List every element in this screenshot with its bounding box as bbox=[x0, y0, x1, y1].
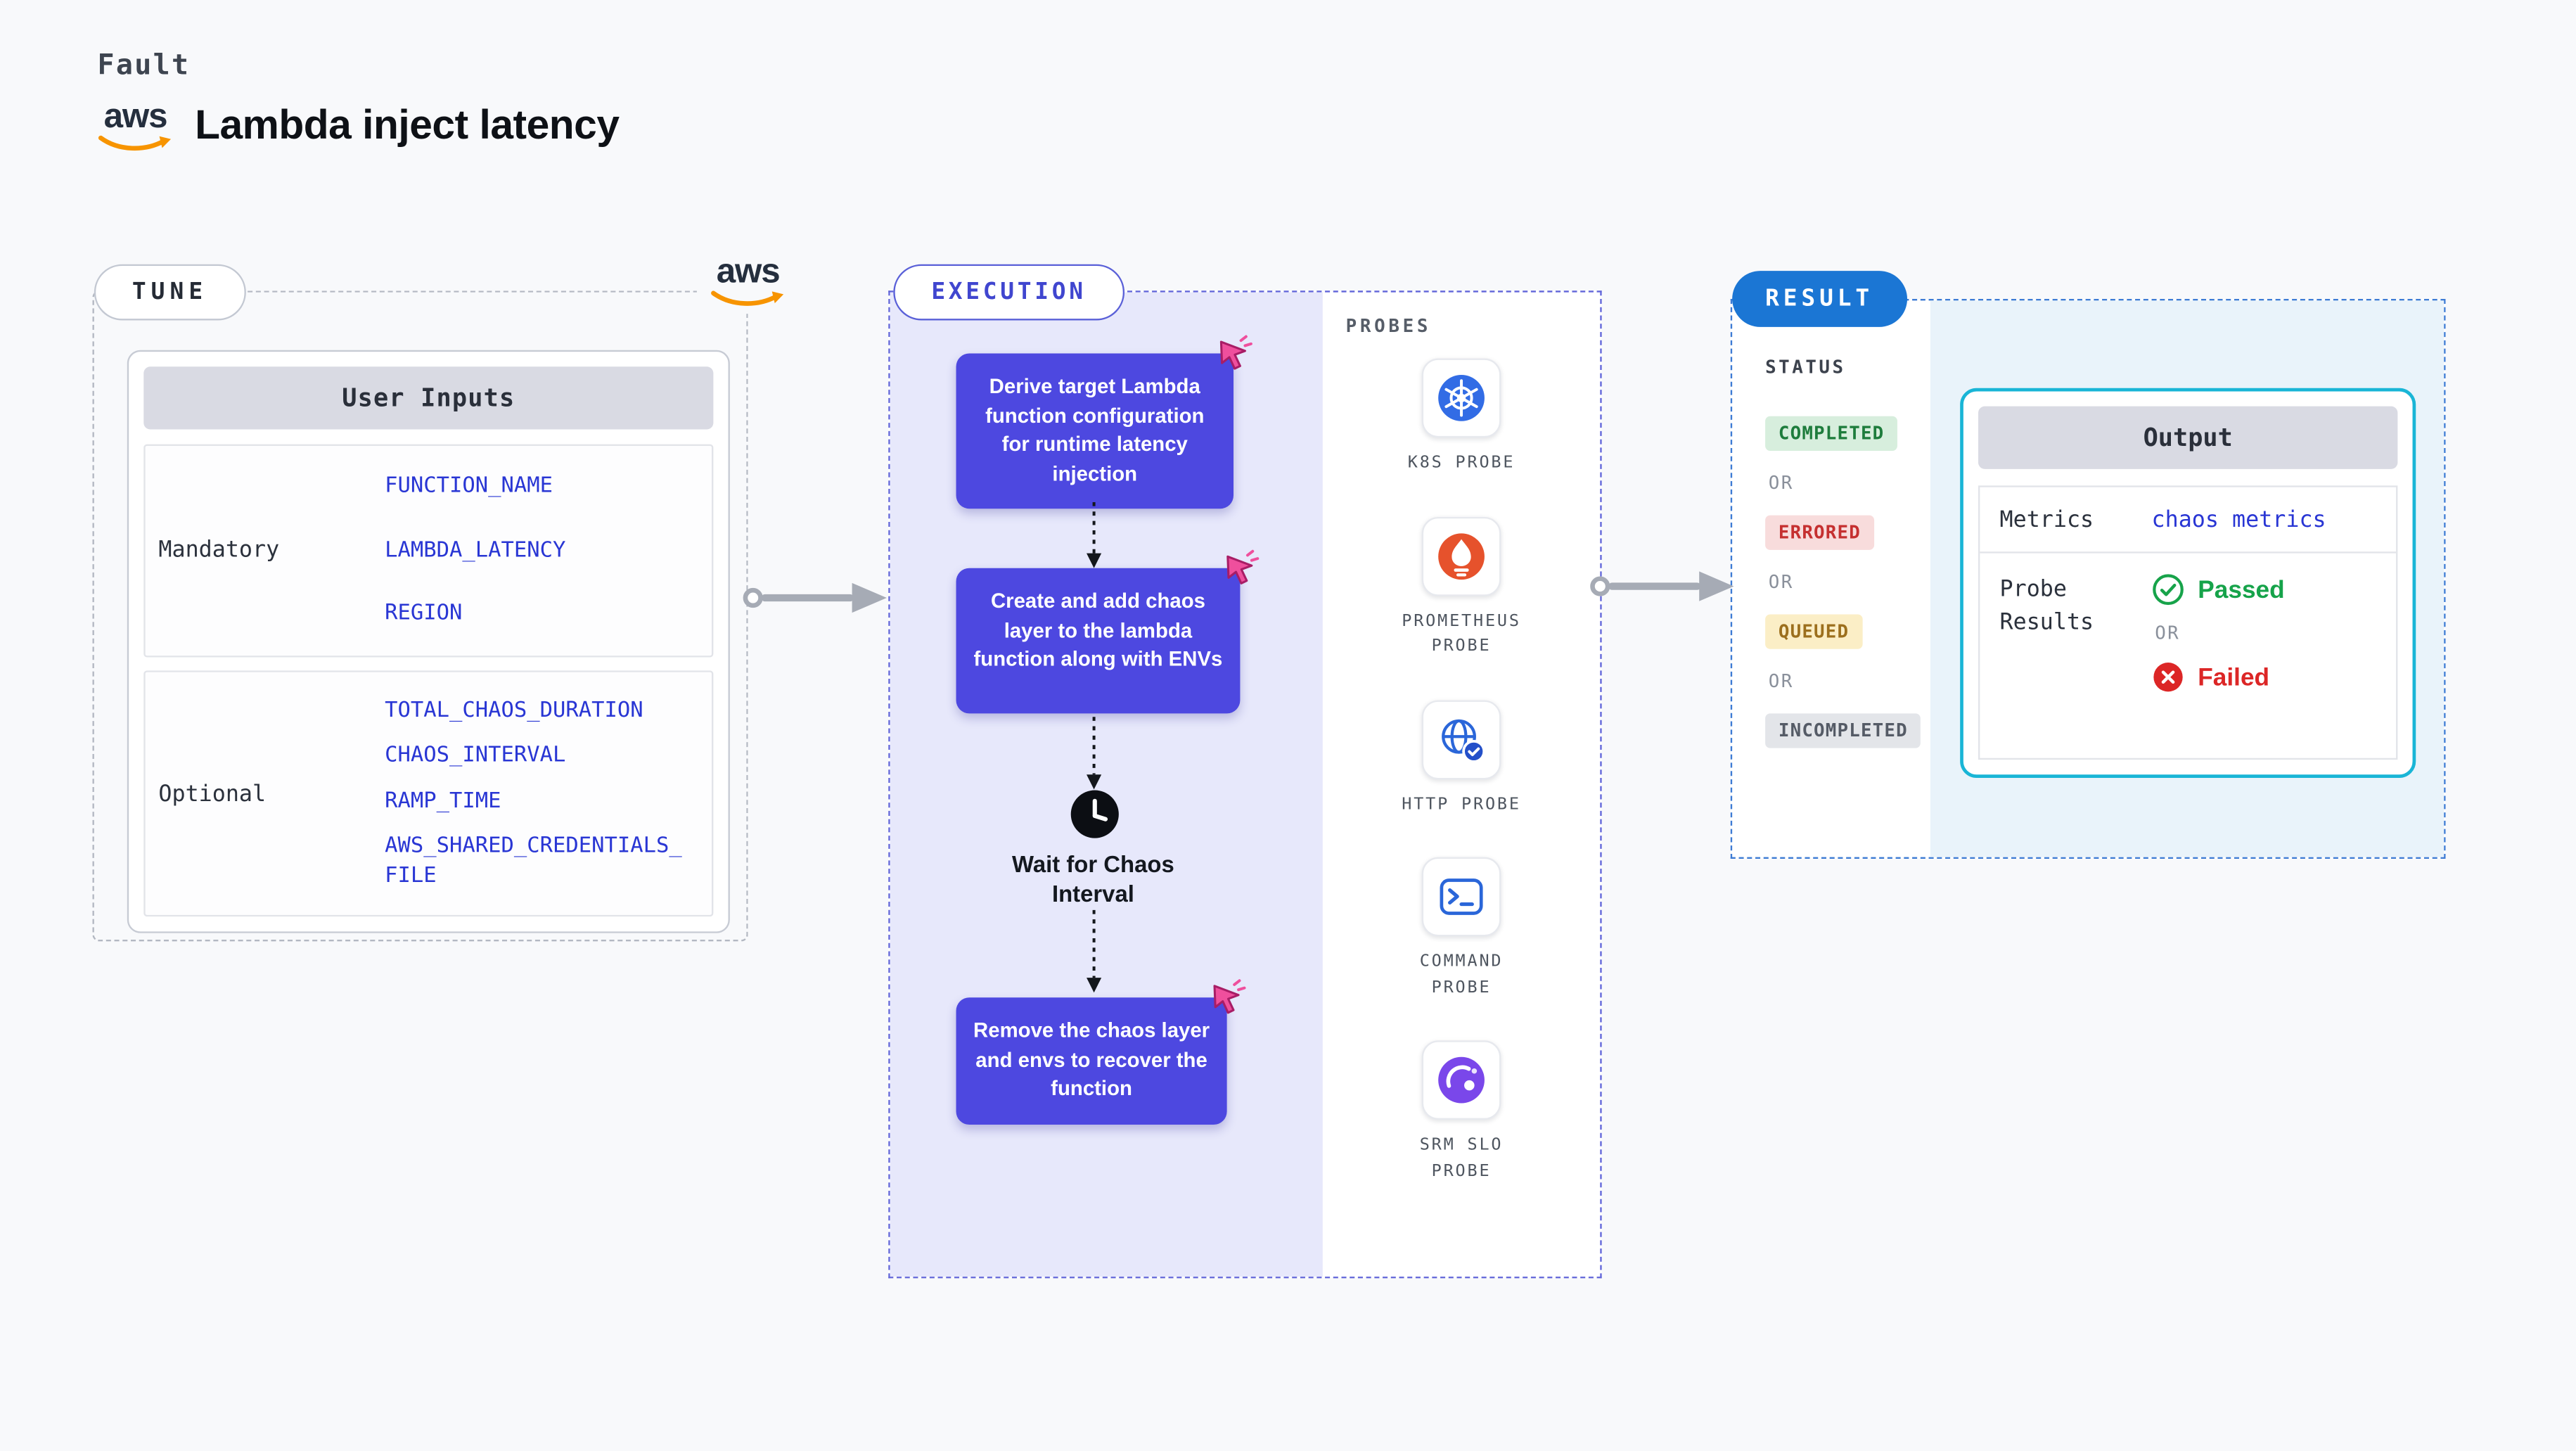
optional-values: TOTAL_CHAOS_DURATION CHAOS_INTERVAL RAMP… bbox=[385, 696, 687, 890]
tune-to-execution-arrow bbox=[743, 582, 887, 613]
probe-card bbox=[1421, 857, 1501, 937]
http-probe-icon bbox=[1442, 718, 1486, 762]
metrics-label: Metrics bbox=[1999, 506, 2094, 533]
flow-connector-arrow bbox=[1087, 909, 1102, 993]
var-chaos-interval: CHAOS_INTERVAL bbox=[385, 743, 566, 769]
output-rows: Metrics chaos metrics Probe Results Pass… bbox=[1978, 485, 2398, 760]
mandatory-row: Mandatory FUNCTION_NAME LAMBDA_LATENCY R… bbox=[143, 444, 714, 657]
var-lambda-latency: LAMBDA_LATENCY bbox=[385, 537, 566, 563]
check-circle-icon bbox=[2153, 574, 2184, 606]
mandatory-values: FUNCTION_NAME LAMBDA_LATENCY REGION bbox=[385, 473, 687, 629]
user-inputs-table: User Inputs Mandatory FUNCTION_NAME LAMB… bbox=[127, 350, 730, 934]
probe-results-values: Passed OR Failed bbox=[2152, 573, 2285, 758]
passed-label: Passed bbox=[2198, 575, 2285, 604]
var-function-name: FUNCTION_NAME bbox=[385, 473, 553, 499]
prometheus-probe-icon bbox=[1438, 532, 1485, 580]
var-ramp-time: RAMP_TIME bbox=[385, 788, 501, 814]
probe-name: K8S PROBE bbox=[1407, 454, 1516, 473]
probes-panel: PROBES K8S PROBE bbox=[1323, 293, 1600, 1277]
output-header: Output bbox=[1978, 406, 2398, 469]
status-badge-completed: COMPLETED bbox=[1765, 416, 1898, 452]
aws-logo-text: aws bbox=[103, 97, 168, 136]
execution-flow-panel: Derive target Lambda function configurat… bbox=[890, 292, 1323, 1277]
probe-card bbox=[1421, 1040, 1501, 1120]
probe-prometheus: PROMETHEUS PROBE bbox=[1395, 516, 1527, 660]
tune-pill: TUNE bbox=[94, 264, 246, 321]
aws-corner-logo: aws bbox=[696, 249, 800, 314]
step-create-chaos-layer: Create and add chaos layer to the lambda… bbox=[956, 549, 1260, 714]
aws-logo-text: aws bbox=[716, 253, 781, 291]
probe-name: HTTP PROBE bbox=[1402, 795, 1521, 814]
passed-result: Passed bbox=[2152, 573, 2285, 606]
fault-kicker: Fault bbox=[97, 49, 191, 83]
var-region: REGION bbox=[385, 601, 463, 627]
optional-label: Optional bbox=[158, 780, 267, 807]
or-separator: OR bbox=[2155, 622, 2181, 644]
step-text: Create and add chaos layer to the lambda… bbox=[973, 589, 1223, 671]
probe-results-row: Probe Results Passed OR bbox=[1980, 554, 2396, 758]
step-derive-config: Derive target Lambda function configurat… bbox=[956, 335, 1252, 509]
probe-srm-slo: SRM SLO PROBE bbox=[1395, 1040, 1527, 1184]
command-probe-icon bbox=[1440, 878, 1483, 915]
step-text: Derive target Lambda function configurat… bbox=[985, 375, 1205, 485]
chaos-cursor-icon bbox=[1219, 335, 1252, 370]
status-label: STATUS bbox=[1765, 357, 1846, 378]
probe-name: COMMAND PROBE bbox=[1419, 952, 1504, 997]
chaos-cursor-icon bbox=[1213, 979, 1246, 1014]
probe-name: SRM SLO PROBE bbox=[1419, 1136, 1504, 1180]
var-aws-shared-credentials-file: AWS_SHARED_CREDENTIALS_FILE bbox=[385, 834, 682, 888]
metrics-row: Metrics chaos metrics bbox=[1980, 487, 2397, 554]
probe-http: HTTP PROBE bbox=[1395, 699, 1527, 817]
aws-logo: aws bbox=[98, 99, 174, 153]
aws-swoosh-icon bbox=[98, 135, 172, 151]
failed-label: Failed bbox=[2198, 663, 2270, 691]
probe-results-label: Probe Results bbox=[1999, 576, 2094, 637]
srm-slo-probe-icon bbox=[1438, 1056, 1485, 1104]
status-badge-queued: QUEUED bbox=[1765, 614, 1863, 649]
user-inputs-header: User Inputs bbox=[143, 366, 714, 430]
probe-name: PROMETHEUS PROBE bbox=[1402, 611, 1521, 656]
k8s-probe-icon bbox=[1438, 375, 1485, 421]
failed-result: Failed bbox=[2152, 660, 2285, 693]
or-separator: OR bbox=[1768, 670, 1794, 692]
execution-to-result-arrow bbox=[1590, 571, 1734, 601]
step-text: Remove the chaos layer and envs to recov… bbox=[973, 1018, 1210, 1100]
execution-section: Derive target Lambda function configurat… bbox=[888, 264, 1602, 1279]
page-header: Fault aws Lambda inject latency bbox=[98, 49, 620, 153]
title-row: aws Lambda inject latency bbox=[98, 99, 620, 153]
flow-connector-arrow bbox=[1087, 717, 1102, 790]
execution-pill: EXECUTION bbox=[893, 264, 1124, 321]
step-remove-chaos-layer: Remove the chaos layer and envs to recov… bbox=[956, 979, 1246, 1124]
var-total-chaos-duration: TOTAL_CHAOS_DURATION bbox=[385, 698, 643, 723]
chaos-cursor-icon bbox=[1226, 549, 1260, 584]
tune-section: TUNE aws User Inputs Mandatory FUNCTION_… bbox=[92, 249, 800, 942]
status-column: STATUS COMPLETED OR ERRORED OR QUEUED OR… bbox=[1732, 300, 1947, 748]
wait-step-label: Wait for Chaos Interval bbox=[1012, 850, 1174, 907]
result-section: RESULT STATUS COMPLETED OR ERRORED OR QU… bbox=[1730, 271, 2446, 859]
status-badge-incompleted: INCOMPLETED bbox=[1765, 713, 1921, 748]
x-circle-icon bbox=[2153, 663, 2183, 692]
clock-icon bbox=[1068, 788, 1121, 849]
probe-card bbox=[1421, 516, 1501, 596]
metrics-value: chaos metrics bbox=[2151, 506, 2326, 533]
probe-command: COMMAND PROBE bbox=[1395, 857, 1527, 1001]
aws-swoosh-icon bbox=[711, 290, 784, 306]
or-separator: OR bbox=[1768, 571, 1794, 593]
mandatory-label: Mandatory bbox=[158, 537, 280, 564]
probe-k8s: K8S PROBE bbox=[1395, 358, 1527, 477]
result-pill: RESULT bbox=[1732, 271, 1907, 327]
page-title: Lambda inject latency bbox=[195, 102, 620, 149]
probe-card bbox=[1421, 699, 1501, 779]
or-separator: OR bbox=[1768, 472, 1794, 494]
status-badge-errored: ERRORED bbox=[1765, 515, 1874, 550]
aws-logo: aws bbox=[710, 255, 786, 309]
output-card: Output Metrics chaos metrics Probe Resul… bbox=[1960, 388, 2416, 778]
probes-label: PROBES bbox=[1345, 315, 1432, 338]
flow-connector-arrow bbox=[1087, 501, 1102, 568]
optional-row: Optional TOTAL_CHAOS_DURATION CHAOS_INTE… bbox=[143, 670, 714, 918]
probe-card bbox=[1421, 358, 1501, 438]
